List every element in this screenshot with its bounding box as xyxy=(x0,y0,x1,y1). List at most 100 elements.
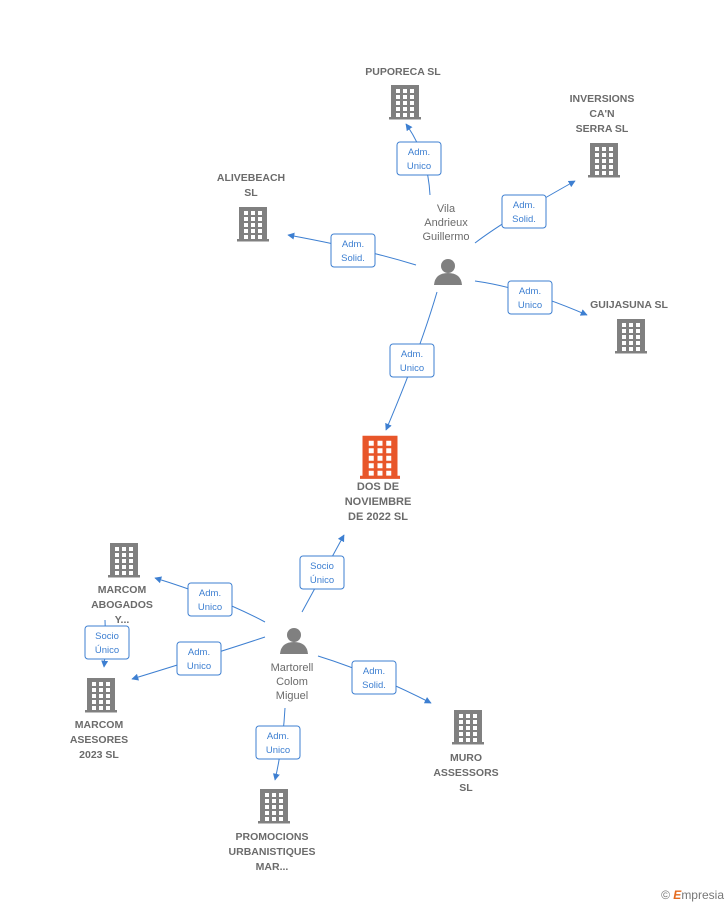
relation-label[interactable]: Adm. Unico xyxy=(389,343,435,378)
relation-label-box xyxy=(396,141,442,176)
empresia-watermark: © Empresia xyxy=(661,888,724,902)
relation-label[interactable]: Adm. Unico xyxy=(176,641,222,676)
relation-label[interactable]: Adm. Solid. xyxy=(330,233,376,268)
relation-label-box xyxy=(176,641,222,676)
relation-label-text: Adm. xyxy=(401,349,423,360)
relation-label-box xyxy=(299,555,345,590)
relation-label-text: Adm. xyxy=(267,731,289,742)
relation-label-text: Solid. xyxy=(341,253,365,264)
node-label: MARCOM xyxy=(98,584,147,596)
building-icon xyxy=(108,543,140,578)
relation-label[interactable]: Adm. Solid. xyxy=(351,660,397,695)
edge-vila-inversions: Adm. Solid. xyxy=(474,180,576,244)
building-icon xyxy=(389,85,421,120)
relation-label-text: Solid. xyxy=(362,680,386,691)
relation-label-box xyxy=(330,233,376,268)
node-label: Colom xyxy=(276,676,308,688)
relation-label-text: Unico xyxy=(407,161,431,172)
node-label: MAR... xyxy=(256,861,289,873)
relation-label-text: Adm. xyxy=(363,666,385,677)
node-promocions[interactable]: PROMOCIONS URBANISTIQUES MAR... xyxy=(229,789,316,873)
node-label: CA'N xyxy=(589,108,614,120)
relation-label-text: Unico xyxy=(266,745,290,756)
node-label: Andrieux xyxy=(424,217,468,229)
relation-label-text: Adm. xyxy=(513,200,535,211)
edges-layer: Adm.UnicoAdm.Solid.Adm.Solid.Adm.UnicoAd… xyxy=(84,123,588,781)
relation-label[interactable]: Adm. Unico xyxy=(507,280,553,315)
relation-label-text: Unico xyxy=(187,661,211,672)
node-label: ASSESSORS xyxy=(433,767,498,779)
node-inversions[interactable]: INVERSIONS CA'N SERRA SL xyxy=(570,93,635,178)
relation-label[interactable]: Adm. Unico xyxy=(187,582,233,617)
relation-label-box xyxy=(84,625,130,660)
relation-label-text: Adm. xyxy=(188,647,210,658)
building-icon xyxy=(452,710,484,745)
relation-label-text: Adm. xyxy=(199,588,221,599)
edge-vila-puporeca: Adm. Unico xyxy=(396,123,442,196)
building-icon xyxy=(588,143,620,178)
node-label: NOVIEMBRE xyxy=(345,496,412,508)
edge-martorell-marcom_ases: Adm. Unico xyxy=(131,636,266,681)
node-marcom_abog[interactable]: MARCOM ABOGADOS Y... xyxy=(91,543,153,626)
building-icon xyxy=(85,678,117,713)
relation-label-text: Socio xyxy=(95,631,119,642)
relation-label-text: Adm. xyxy=(519,286,541,297)
relation-label-text: Solid. xyxy=(512,214,536,225)
node-label: GUIJASUNA SL xyxy=(590,299,668,311)
edge-vila-dos: Adm. Unico xyxy=(385,291,438,431)
node-label: Vila xyxy=(437,203,456,215)
relation-label-box xyxy=(187,582,233,617)
node-label: MURO xyxy=(450,752,482,764)
node-label: ALIVEBEACH xyxy=(217,172,285,184)
node-muro[interactable]: MURO ASSESSORS SL xyxy=(433,710,499,794)
relation-label-box xyxy=(255,725,301,760)
edge-vila-alivebeach: Adm. Solid. xyxy=(287,232,417,268)
node-label: SERRA SL xyxy=(576,123,629,135)
node-label: SL xyxy=(244,187,258,199)
brand-initial: E xyxy=(673,888,682,902)
edge-vila-guijasuna: Adm. Unico xyxy=(474,280,588,316)
relation-label-text: Unico xyxy=(518,300,542,311)
relation-label[interactable]: Adm. Unico xyxy=(255,725,301,760)
node-label: Y... xyxy=(115,614,130,626)
node-label: URBANISTIQUES xyxy=(229,846,316,858)
relation-label[interactable]: Adm. Unico xyxy=(396,141,442,176)
node-alivebeach[interactable]: ALIVEBEACH SL xyxy=(217,172,285,242)
node-label: SL xyxy=(459,782,473,794)
node-label: Martorell xyxy=(271,662,314,674)
building-icon xyxy=(237,207,269,242)
edge-martorell-promocions: Adm. Unico xyxy=(255,707,301,781)
relation-label-text: Adm. xyxy=(342,239,364,250)
edge-martorell-marcom_abog: Adm. Unico xyxy=(154,576,266,623)
brand-name: mpresia xyxy=(681,888,724,902)
relation-label-text: Unico xyxy=(198,602,222,613)
node-label: 2023 SL xyxy=(79,749,119,761)
node-label: ABOGADOS xyxy=(91,599,153,611)
node-label: INVERSIONS xyxy=(570,93,635,105)
relation-label-text: Único xyxy=(95,645,119,656)
relation-label-box xyxy=(501,194,547,229)
relation-label-text: Socio xyxy=(310,561,334,572)
node-guijasuna[interactable]: GUIJASUNA SL xyxy=(590,299,668,354)
relation-label-box xyxy=(351,660,397,695)
relation-label-text: Único xyxy=(310,575,334,586)
building-icon xyxy=(360,435,400,479)
node-label: DOS DE xyxy=(357,481,399,493)
relation-label-text: Unico xyxy=(400,363,424,374)
node-label: PROMOCIONS xyxy=(236,831,309,843)
node-puporeca[interactable]: PUPORECA SL xyxy=(365,66,441,120)
building-icon xyxy=(258,789,290,824)
relation-label-box xyxy=(507,280,553,315)
relation-label[interactable]: Adm. Solid. xyxy=(501,194,547,229)
relation-label-text: Adm. xyxy=(408,147,430,158)
